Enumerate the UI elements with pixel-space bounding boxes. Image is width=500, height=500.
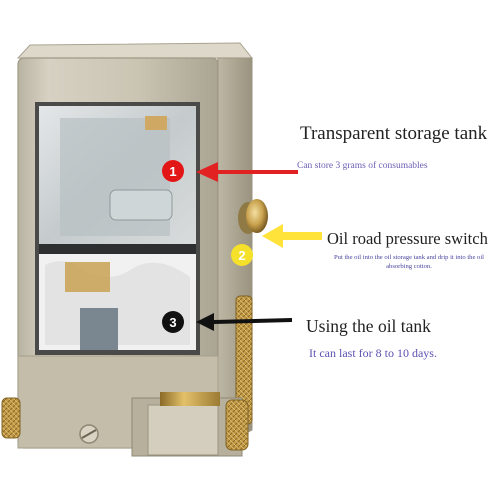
callout-1-title: Transparent storage tank <box>300 123 488 144</box>
badge-2-label: 2 <box>238 248 245 263</box>
number-badge-2 <box>231 244 253 266</box>
black-arrow <box>196 313 292 331</box>
callout-2-title: Oil road pressure switch <box>327 229 488 248</box>
number-badge-3 <box>162 311 184 333</box>
red-arrow <box>196 162 298 182</box>
number-badge-1 <box>162 160 184 182</box>
badge-3-label: 3 <box>169 315 176 330</box>
oil-lighter-device <box>1 42 268 457</box>
callout-1: 1 <box>162 160 298 182</box>
yellow-arrow <box>262 224 322 248</box>
callout-3-description: It can last for 8 to 10 days. <box>309 346 437 360</box>
callout-3-title: Using the oil tank <box>306 316 431 336</box>
callout-3: 3 <box>162 311 292 333</box>
callout-2-description: Put the oil into the oil storage tank an… <box>334 254 484 270</box>
pressure-switch-knob <box>238 199 268 234</box>
bottom-mechanism <box>1 392 249 457</box>
callout-1-description: Can store 3 grams of consumables <box>297 161 428 171</box>
callout-2: 2 <box>231 224 322 266</box>
badge-1-label: 1 <box>169 164 176 179</box>
